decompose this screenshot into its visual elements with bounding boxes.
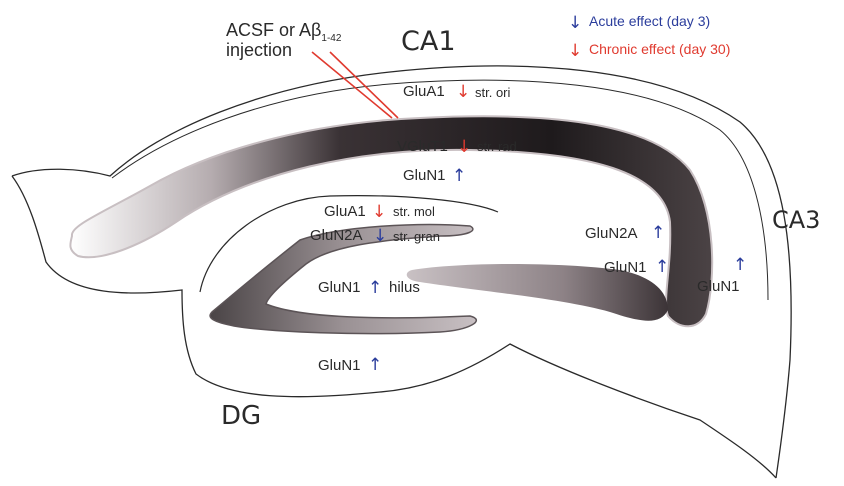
marker-layer: str. ori <box>475 85 511 100</box>
marker-arrow: ↑ <box>655 257 669 277</box>
marker-name: GluA1 <box>324 203 366 220</box>
marker-arrow: ↑ <box>651 223 665 243</box>
marker-name: GluA1 <box>403 83 445 100</box>
dentate-granule-band <box>209 223 477 335</box>
marker-glua1-ori: GluA1 ↓ str. ori <box>403 82 511 102</box>
marker-name: GluN1 <box>403 167 446 184</box>
marker-layer: str. rad <box>477 139 517 154</box>
marker-arrow: ↑ <box>368 278 382 298</box>
injection-prefix: ACSF or Aβ <box>226 20 321 40</box>
hippocampal-fissure <box>199 195 499 293</box>
marker-arrow: ↓ <box>372 202 386 222</box>
injection-label-line2: injection <box>226 40 292 60</box>
injection-subscript: 1-42 <box>321 33 341 44</box>
marker-name: GluN2A <box>310 227 363 244</box>
marker-arrow: ↑ <box>452 166 466 186</box>
marker-layer: str. gran <box>393 229 440 244</box>
region-label-dg: DG <box>221 401 261 431</box>
marker-name: GluN1 <box>697 278 740 295</box>
marker-glun1-ca3b: ↑ GluN1 <box>697 255 747 295</box>
hippocampus-outline-lower <box>11 175 777 479</box>
marker-name: GluN1 <box>604 259 647 276</box>
marker-arrow: ↓ <box>457 137 471 157</box>
region-label-ca3: CA3 <box>772 206 820 234</box>
marker-glun1-ca1: GluN1 ↑ <box>403 166 466 186</box>
marker-name: VGluT1 <box>397 138 448 155</box>
marker-name: GluN1 <box>318 357 361 374</box>
injection-line-1 <box>311 51 393 119</box>
marker-arrow: ↓ <box>456 82 470 102</box>
marker-layer: hilus <box>389 279 420 296</box>
marker-arrow: ↑ <box>368 355 382 375</box>
injection-line-2 <box>329 51 399 119</box>
pyramidal-layer-band <box>69 115 714 328</box>
injection-label: ACSF or Aβ1-42 <box>226 20 342 44</box>
legend-acute-arrow: ↓ <box>568 13 582 33</box>
marker-name: GluN1 <box>318 279 361 296</box>
marker-name: GluN2A <box>585 225 638 242</box>
marker-arrow: ↑ <box>733 255 747 275</box>
legend-chronic-arrow: ↓ <box>568 41 582 61</box>
marker-glun2a-gran: GluN2A ↓ str. gran <box>310 226 440 246</box>
legend-acute-label: Acute effect (day 3) <box>589 13 710 29</box>
marker-glua1-mol: GluA1 ↓ str. mol <box>324 202 435 222</box>
region-label-ca1: CA1 <box>401 26 456 57</box>
hippocampus-outline <box>11 65 792 479</box>
marker-glun1-ca3a: GluN1 ↑ <box>604 257 669 277</box>
legend: ↓ Acute effect (day 3) ↓ Chronic effect … <box>568 13 730 61</box>
marker-vglut1-rad: VGluT1 ↓ str. rad <box>397 137 517 157</box>
alveus-line <box>111 79 769 301</box>
ca3-extension-band <box>406 264 668 321</box>
marker-glun1-hilus: GluN1 ↑ hilus <box>318 278 420 298</box>
marker-arrow: ↓ <box>373 226 387 246</box>
legend-chronic-label: Chronic effect (day 30) <box>589 41 730 57</box>
marker-glun2a-ca3: GluN2A ↑ <box>585 223 665 243</box>
marker-glun1-dg: GluN1 ↑ <box>318 355 382 375</box>
marker-layer: str. mol <box>393 204 435 219</box>
